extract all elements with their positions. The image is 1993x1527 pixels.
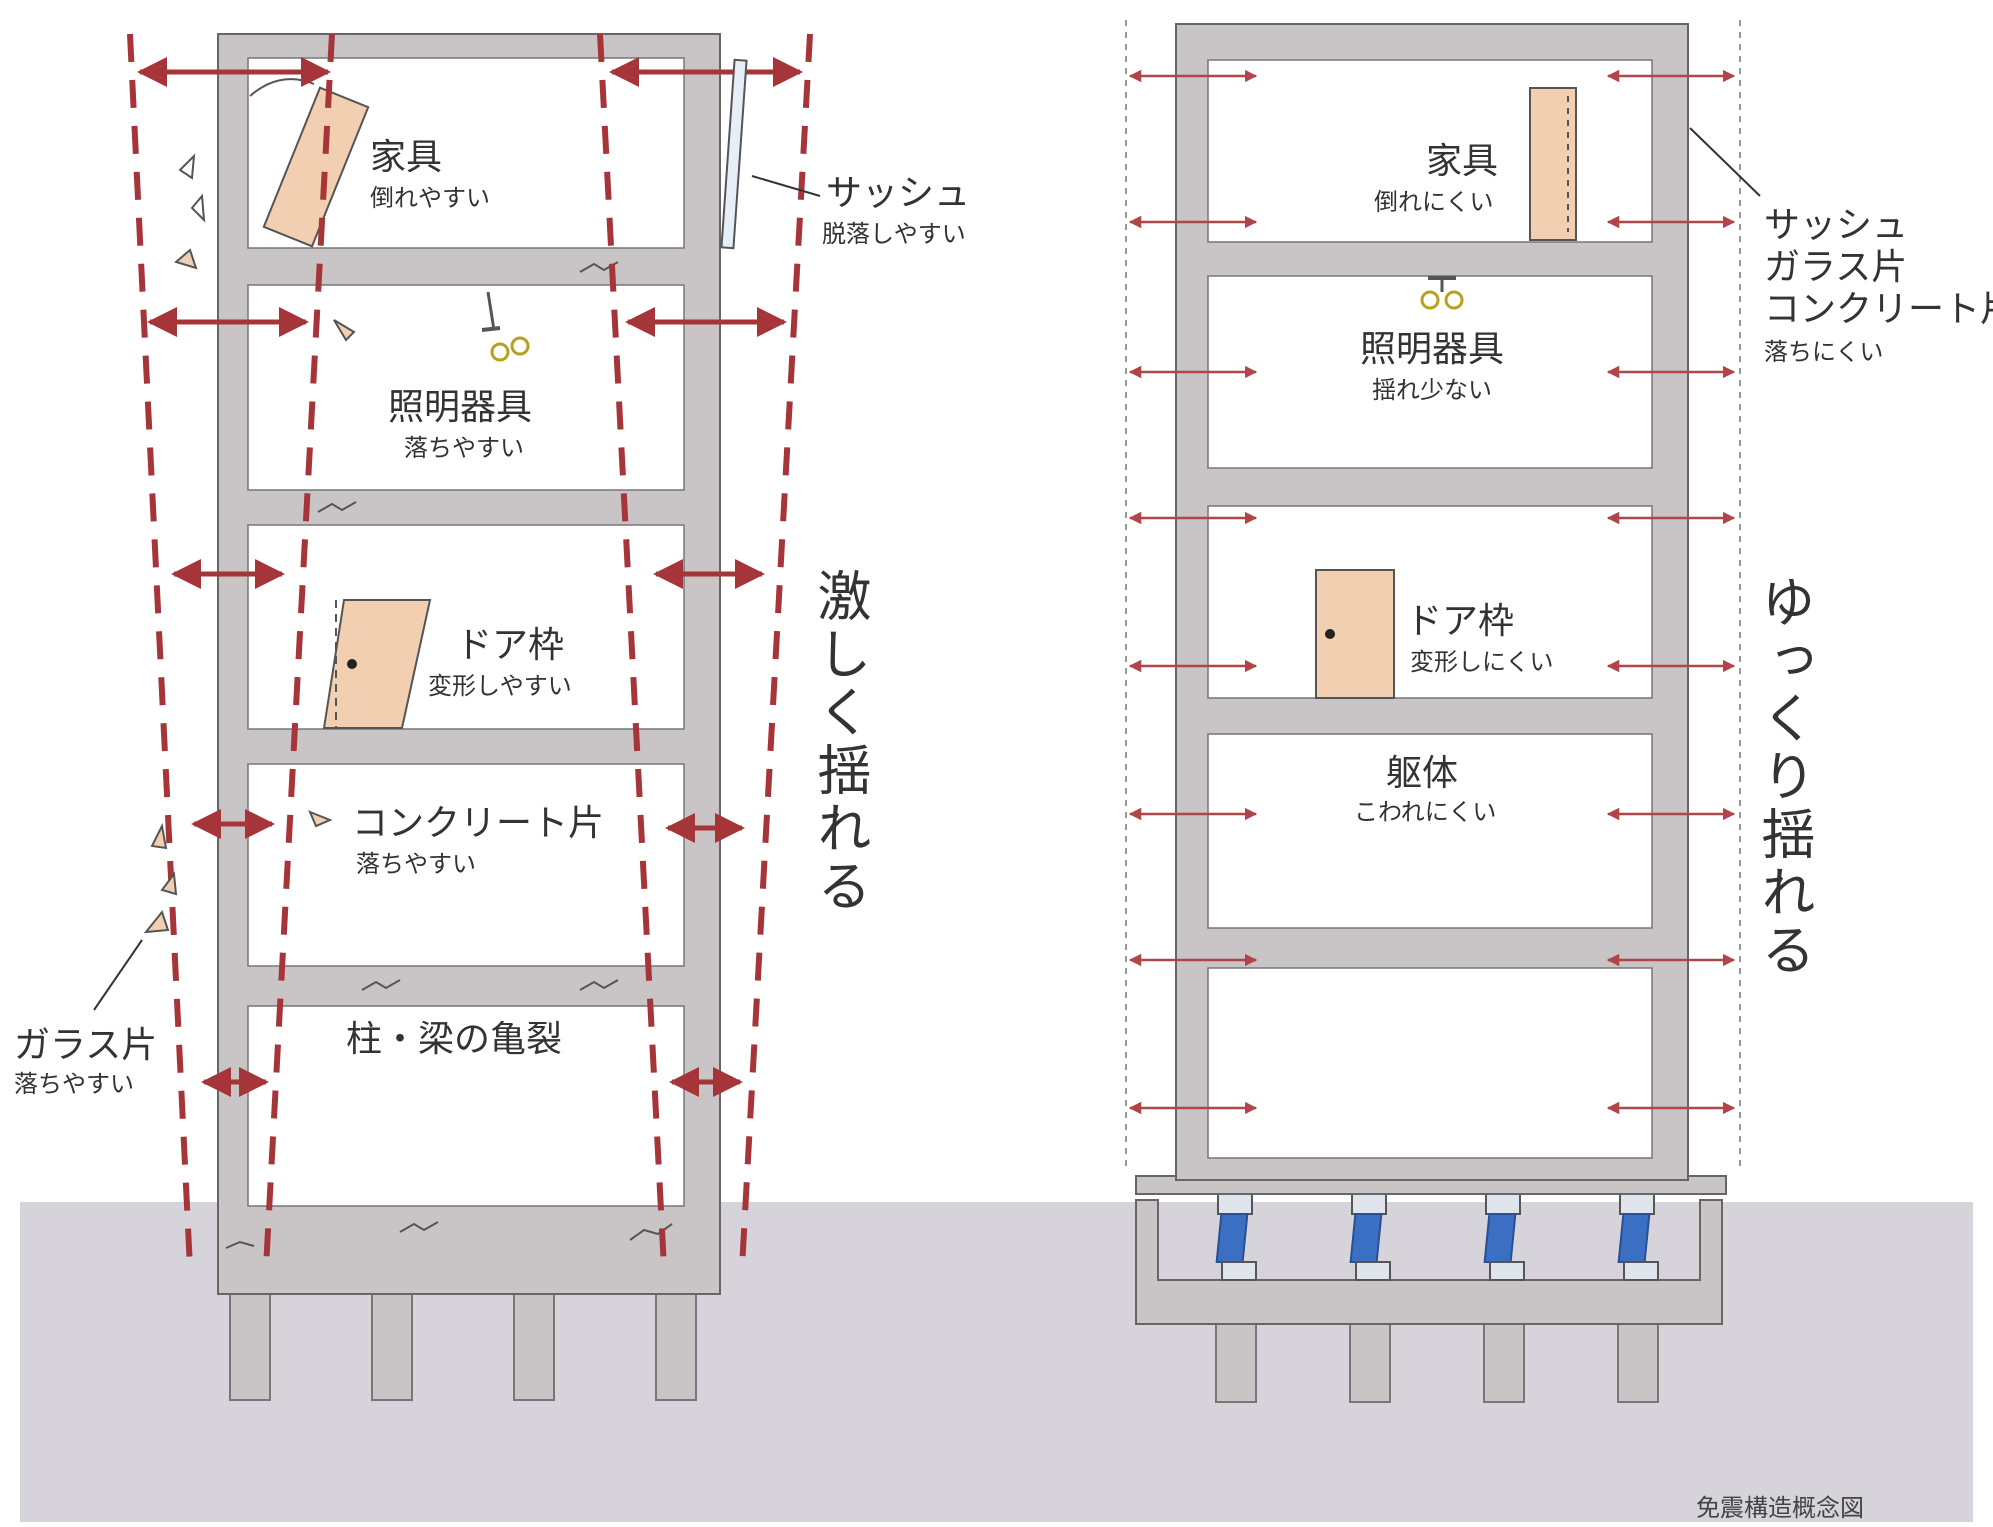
glass-shard bbox=[150, 822, 168, 850]
foundation-pit bbox=[1135, 1199, 1723, 1325]
right-pile bbox=[1349, 1319, 1391, 1403]
right-frame-note: こわれにくい bbox=[1354, 798, 1497, 826]
left-furniture-note: 倒れやすい bbox=[370, 184, 490, 212]
right-sway-label: ゆっくり揺れる bbox=[1752, 574, 1815, 980]
right-room-5 bbox=[1207, 967, 1653, 1159]
right-exterior-note: 落ちにくい bbox=[1764, 338, 1884, 366]
left-door-note: 変形しやすい bbox=[428, 672, 572, 700]
right-building bbox=[1125, 20, 1761, 1403]
crack-mark bbox=[361, 979, 401, 991]
right-room-3 bbox=[1207, 505, 1653, 699]
left-light-note: 落ちやすい bbox=[404, 434, 524, 462]
light-fixture-icon bbox=[1420, 276, 1464, 310]
right-frame-title: 躯体 bbox=[1386, 753, 1459, 794]
sash-panel bbox=[720, 58, 748, 250]
exterior-leader bbox=[1689, 127, 1761, 197]
crack-mark bbox=[629, 1223, 673, 1241]
right-exterior-line2: ガラス片 bbox=[1764, 247, 1908, 288]
furniture-upright bbox=[1529, 87, 1577, 241]
sway-outline-inner-right bbox=[597, 33, 667, 1269]
crack-mark bbox=[317, 501, 357, 513]
left-sash-title: サッシュ bbox=[826, 173, 971, 214]
crack-mark bbox=[579, 979, 619, 991]
left-sway-label: 激しく揺れる bbox=[808, 568, 871, 916]
gentle-sway-arrows bbox=[1128, 69, 1736, 1115]
seismic-isolator bbox=[1617, 1193, 1659, 1281]
left-sash-note: 脱落しやすい bbox=[822, 220, 966, 248]
crack-mark bbox=[225, 1240, 255, 1249]
right-exterior-line3: コンクリート片 bbox=[1764, 289, 1993, 330]
left-room-2 bbox=[247, 284, 685, 491]
right-room-4 bbox=[1207, 733, 1653, 929]
diagram-caption: 免震構造概念図 bbox=[1696, 1494, 1864, 1522]
left-pile bbox=[513, 1291, 555, 1401]
right-room-1 bbox=[1207, 59, 1653, 243]
door-knob bbox=[347, 659, 357, 669]
left-crack-title: 柱・梁の亀裂 bbox=[346, 1019, 563, 1060]
left-pile bbox=[371, 1291, 413, 1401]
glass-shard bbox=[190, 193, 206, 223]
glass-shard bbox=[178, 153, 196, 180]
right-pile bbox=[1617, 1319, 1659, 1403]
seismic-isolator bbox=[1349, 1193, 1391, 1281]
glass-shard bbox=[173, 248, 198, 270]
left-concrete-note: 落ちやすい bbox=[356, 850, 476, 878]
left-pile bbox=[655, 1291, 697, 1401]
right-furniture-title: 家具 bbox=[1426, 141, 1499, 182]
right-door-note: 変形しにくい bbox=[1410, 648, 1554, 676]
left-pile bbox=[229, 1291, 271, 1401]
left-light-title: 照明器具 bbox=[388, 387, 533, 428]
sash-leader bbox=[751, 175, 821, 197]
sway-outline-outer-right bbox=[739, 33, 813, 1269]
left-room-3 bbox=[247, 524, 685, 730]
left-concrete-title: コンクリート片 bbox=[352, 803, 605, 844]
light-fixture-icon bbox=[481, 291, 530, 362]
right-pile bbox=[1215, 1319, 1257, 1403]
left-room-4 bbox=[247, 763, 685, 967]
sway-outline-outer-left bbox=[127, 33, 193, 1269]
right-light-title: 照明器具 bbox=[1360, 329, 1505, 370]
glass-leader bbox=[93, 939, 143, 1011]
right-pile bbox=[1483, 1319, 1525, 1403]
seismic-isolator bbox=[1483, 1193, 1525, 1281]
furniture-tilted bbox=[262, 86, 370, 248]
right-exterior-line1: サッシュ bbox=[1764, 205, 1909, 246]
left-door-title: ドア枠 bbox=[456, 625, 565, 666]
right-furniture-note: 倒れにくい bbox=[1374, 188, 1494, 216]
seismic-isolator bbox=[1215, 1193, 1257, 1281]
concrete-fragment bbox=[308, 810, 333, 828]
sway-outline-inner-left bbox=[263, 33, 335, 1269]
crack-mark bbox=[399, 1221, 439, 1233]
right-light-note: 揺れ少ない bbox=[1372, 376, 1492, 404]
falling-debris bbox=[333, 319, 356, 342]
left-glass-note: 落ちやすい bbox=[14, 1070, 134, 1098]
left-room-5 bbox=[247, 1005, 685, 1207]
door-upright bbox=[1315, 569, 1395, 699]
glass-shard bbox=[160, 871, 178, 896]
door-deformed bbox=[322, 599, 432, 729]
door-knob bbox=[1325, 629, 1335, 639]
glass-shard bbox=[143, 909, 170, 934]
left-building bbox=[93, 33, 821, 1401]
right-door-title: ドア枠 bbox=[1406, 601, 1515, 642]
left-glass-title: ガラス片 bbox=[14, 1025, 158, 1066]
left-furniture-title: 家具 bbox=[370, 137, 443, 178]
